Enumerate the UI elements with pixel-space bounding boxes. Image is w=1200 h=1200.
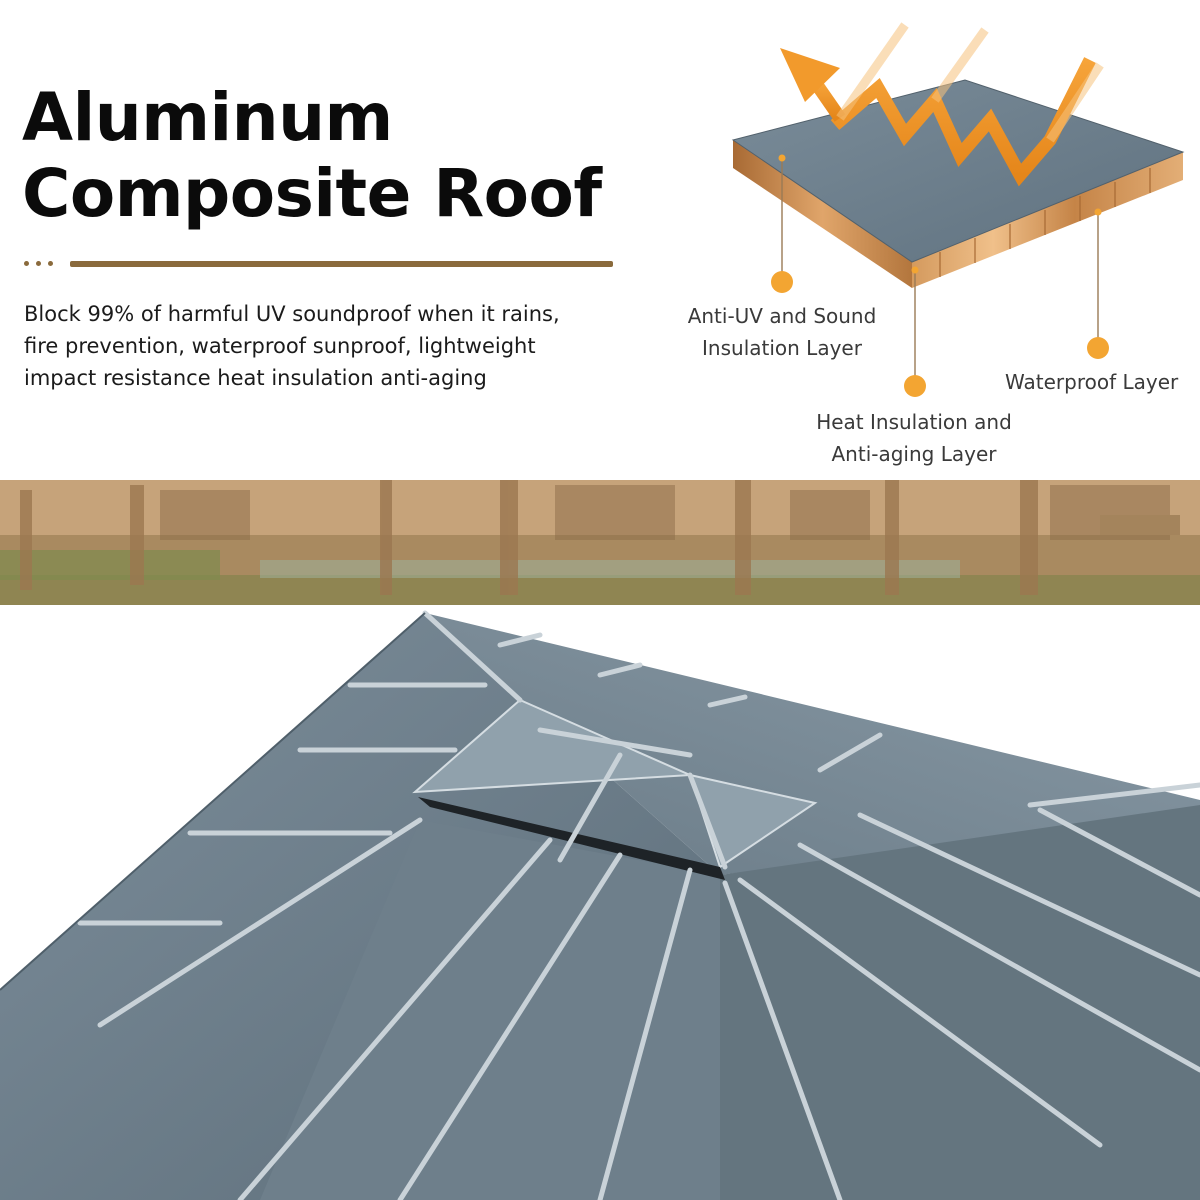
roof-panel-front xyxy=(260,820,720,1200)
roof-panel-top xyxy=(425,613,1200,875)
panel-layer-diagram xyxy=(731,22,1185,397)
panel-core-stripes xyxy=(939,168,1151,277)
divider-bar xyxy=(70,261,613,267)
divider-dot xyxy=(24,261,29,266)
callout-dot-icon xyxy=(771,271,793,293)
panel-top-surface xyxy=(731,79,1185,263)
callout-dot-icon xyxy=(1087,337,1109,359)
divider-dot xyxy=(36,261,41,266)
roof-ridge-line xyxy=(0,612,426,991)
callout-dot-icon xyxy=(778,154,786,162)
page-title: Aluminum Composite Roof xyxy=(22,80,602,232)
callout-dot-icon xyxy=(911,266,919,274)
callout-dot-icon xyxy=(904,375,926,397)
divider-dot xyxy=(48,261,53,266)
sun-ray-light-beams xyxy=(836,22,1104,143)
label-waterproof-layer: Waterproof Layer xyxy=(1005,370,1179,394)
arrow-head-icon xyxy=(780,48,840,102)
roof-panel-right xyxy=(720,805,1200,1200)
roof-seam-lines xyxy=(77,610,1200,1200)
callout-dot-icon xyxy=(1094,208,1102,216)
title-line-2: Composite Roof xyxy=(22,155,602,232)
feature-description: Block 99% of harmful UV soundproof when … xyxy=(24,302,560,390)
title-line-1: Aluminum xyxy=(22,79,393,156)
title-divider xyxy=(24,258,614,270)
backyard-banner-image xyxy=(0,480,1200,605)
label-heat-insulation-layer: Heat Insulation and Anti-aging Layer xyxy=(816,410,1012,466)
gazebo-roof-image xyxy=(0,605,1200,1200)
panel-front-edge xyxy=(733,140,912,288)
label-anti-uv-layer: Anti-UV and Sound Insulation Layer xyxy=(687,304,877,360)
